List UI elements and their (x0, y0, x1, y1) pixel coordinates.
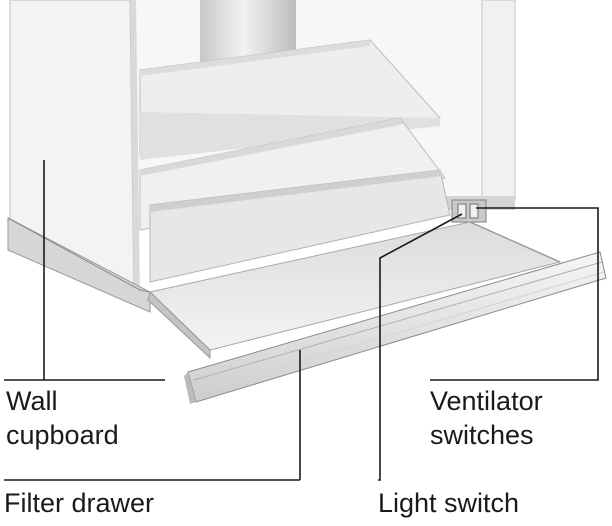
light-switch-label: Light switch (378, 488, 520, 518)
ventilator-switches-label: Ventilator switches (430, 384, 543, 452)
switch-housing (451, 199, 487, 223)
filter-drawer-label: Filter drawer (4, 488, 155, 518)
ventilator-switches-label-line2: switches (430, 420, 534, 450)
wall-cupboard-label-line2: cupboard (6, 420, 119, 450)
wall-cupboard-left (7, 0, 151, 313)
wall-cupboard-label: Wall cupboard (6, 384, 119, 452)
filter-drawer-rail (184, 251, 607, 404)
wall-cupboard-label-line1: Wall (6, 386, 58, 416)
filter-drawer-tray (147, 221, 562, 360)
hood-front-panel (149, 169, 451, 283)
leader-ventilator-switches (430, 207, 599, 381)
leader-wall-cupboard (4, 160, 165, 381)
leader-light-switch (378, 213, 463, 481)
ventilator-switches-label-line1: Ventilator (430, 386, 543, 416)
leader-filter-drawer (4, 350, 301, 481)
leader-lines (4, 160, 599, 481)
